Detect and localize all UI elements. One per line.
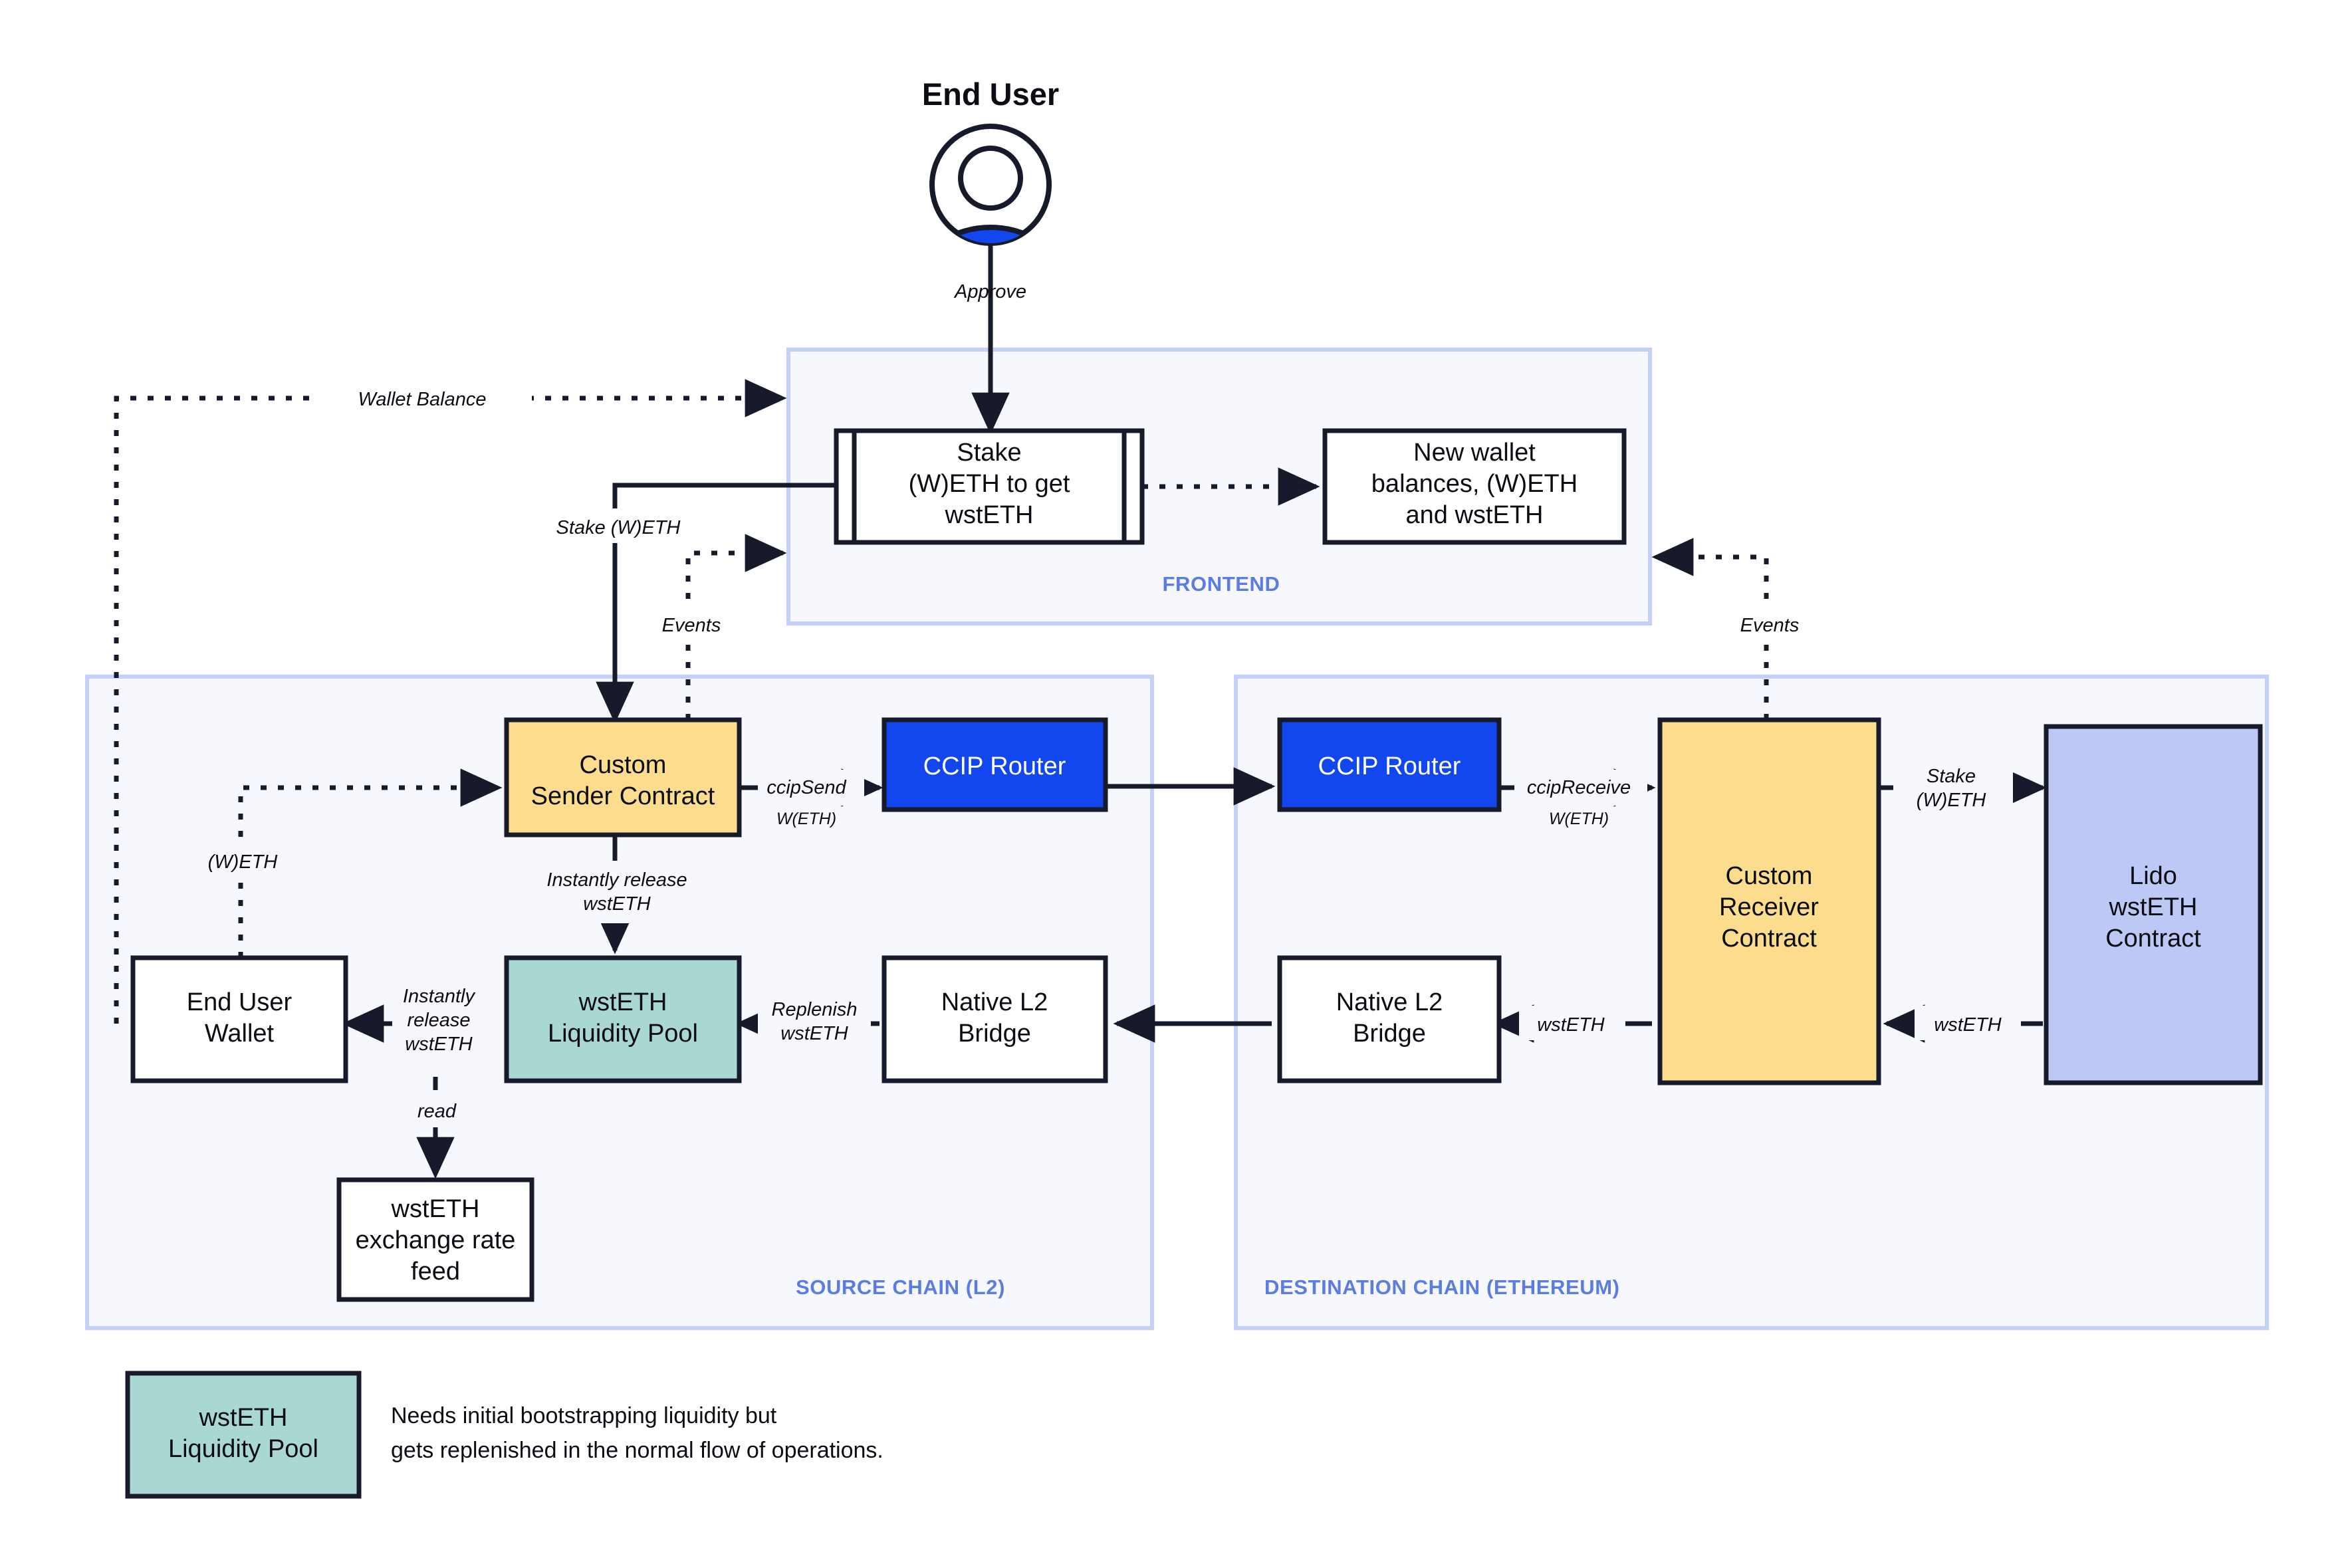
edge-ccip-receive: ccipReceive W(ETH)	[1499, 768, 1656, 828]
node-bridge-dst-line-1: Native L2	[1336, 988, 1443, 1016]
edge-instantly-release-wallet: Instantly release wstETH	[342, 979, 512, 1069]
edge-approve: Approve	[953, 243, 1026, 435]
edge-read: read	[394, 1077, 480, 1179]
zone-frontend-label: FRONTEND	[1162, 572, 1280, 596]
node-lido-line-3: Contract	[2105, 925, 2201, 952]
edge-weth-label: (W)ETH	[208, 851, 278, 873]
edge-instantly-release-pool: Instantly release wstETH	[525, 835, 731, 954]
node-stake-line-1: Stake	[957, 439, 1021, 467]
node-stake-weth-box[interactable]: Stake (W)ETH to get wstETH	[834, 428, 1145, 545]
node-bridge-src-line-1: Native L2	[941, 988, 1048, 1016]
edge-ccip-send-sublabel: W(ETH)	[776, 810, 836, 828]
edge-ccip-receive-label: ccipReceive	[1527, 777, 1631, 798]
legend-note-line-1: Needs initial bootstrapping liquidity bu…	[391, 1403, 777, 1428]
edge-release-pool-label-2: wstETH	[583, 893, 651, 915]
node-end-user-wallet[interactable]: End User Wallet	[130, 955, 348, 1083]
node-wallet-line-2: Wallet	[205, 1020, 275, 1048]
edge-approve-label: Approve	[953, 281, 1026, 302]
node-ccip-router-destination[interactable]: CCIP Router	[1277, 717, 1502, 812]
node-wallet-line-1: End User	[187, 988, 293, 1016]
node-pool-line-1: wstETH	[578, 988, 667, 1016]
node-receiver-line-2: Receiver	[1719, 893, 1819, 921]
node-lido-wsteth-contract[interactable]: Lido wstETH Contract	[2044, 724, 2263, 1085]
node-custom-receiver-contract[interactable]: Custom Receiver Contract	[1657, 717, 1881, 1085]
node-sender-line-1: Custom	[580, 751, 667, 779]
node-receiver-line-3: Contract	[1721, 925, 1817, 952]
edge-stake-lido-label-1: Stake	[1927, 766, 1976, 787]
edge-ccip-send-label: ccipSend	[766, 777, 846, 798]
edge-stake-weth-lido: Stake (W)ETH	[1879, 764, 2047, 826]
node-wsteth-rate-feed[interactable]: wstETH exchange rate feed	[336, 1177, 534, 1302]
node-stake-line-3: wstETH	[945, 501, 1034, 529]
node-bridge-dst-line-2: Bridge	[1353, 1020, 1426, 1048]
edge-events-source: Events	[635, 534, 787, 720]
node-bridge-src-line-2: Bridge	[958, 1020, 1031, 1048]
edge-wstETH-destination-label: wstETH	[1537, 1014, 1605, 1036]
edge-release-wallet-label-3: wstETH	[405, 1034, 473, 1055]
node-ccip-router-source-label: CCIP Router	[923, 752, 1066, 780]
node-native-l2-bridge-destination[interactable]: Native L2 Bridge	[1277, 955, 1502, 1083]
node-sender-line-2: Sender Contract	[531, 782, 715, 810]
edge-replenish-label-1: Replenish	[772, 999, 858, 1020]
edge-wallet-balance: Wallet Balance	[114, 379, 787, 1024]
legend-swatch	[125, 1371, 362, 1499]
edge-wallet-balance-label: Wallet Balance	[358, 389, 487, 410]
node-native-l2-bridge-source[interactable]: Native L2 Bridge	[881, 955, 1108, 1083]
node-feed-line-3: feed	[411, 1258, 460, 1286]
node-pool-line-2: Liquidity Pool	[548, 1020, 698, 1048]
edge-weth: (W)ETH	[189, 768, 503, 958]
edge-stake-weth: Stake (W)ETH	[532, 483, 836, 724]
node-ccip-router-source[interactable]: CCIP Router	[881, 717, 1108, 812]
node-receiver-line-1: Custom	[1726, 862, 1813, 890]
edge-release-pool-label-1: Instantly release	[546, 869, 687, 891]
node-balances-line-3: and wstETH	[1406, 501, 1544, 529]
edge-events-destination-label: Events	[1740, 615, 1800, 636]
edge-wstETH-lido: wstETH	[1883, 1004, 2043, 1043]
edge-replenish: Replenish wstETH	[735, 990, 880, 1056]
edge-wstETH-destination: wstETH	[1492, 1004, 1652, 1043]
node-lido-line-1: Lido	[2129, 862, 2177, 890]
edge-release-wallet-label-2: release	[407, 1010, 470, 1031]
edge-ccip-receive-sublabel: W(ETH)	[1549, 810, 1609, 828]
edge-release-wallet-label-1: Instantly	[403, 986, 475, 1007]
edge-read-label: read	[417, 1101, 457, 1122]
legend-note-line-2: gets replenished in the normal flow of o…	[391, 1438, 883, 1463]
edge-stake-weth-label: Stake (W)ETH	[556, 517, 681, 538]
legend-swatch-line-1: wstETH	[199, 1404, 288, 1432]
edge-stake-lido-label-2: (W)ETH	[1917, 790, 1986, 811]
legend: wstETH Liquidity Pool Needs initial boot…	[125, 1371, 883, 1499]
node-wsteth-liquidity-pool[interactable]: wstETH Liquidity Pool	[504, 955, 742, 1083]
edge-events-source-label: Events	[662, 615, 721, 636]
edge-events-destination: Events	[1651, 538, 1828, 720]
node-balances-line-1: New wallet	[1413, 439, 1536, 467]
node-balances-line-2: balances, (W)ETH	[1371, 470, 1578, 498]
zone-source-label: SOURCE CHAIN (L2)	[796, 1276, 1005, 1299]
zone-destination-label: DESTINATION CHAIN (ETHEREUM)	[1264, 1276, 1620, 1299]
page-title: End User	[922, 76, 1059, 112]
node-feed-line-1: wstETH	[391, 1195, 480, 1223]
edge-wstETH-lido-label: wstETH	[1934, 1014, 2002, 1036]
node-lido-line-2: wstETH	[2109, 893, 2198, 921]
node-new-wallet-balances[interactable]: New wallet balances, (W)ETH and wstETH	[1322, 428, 1627, 545]
legend-swatch-line-2: Liquidity Pool	[168, 1435, 318, 1463]
edge-ccip-send: ccipSend W(ETH)	[739, 768, 883, 828]
node-custom-sender-contract[interactable]: Custom Sender Contract	[504, 717, 742, 838]
node-ccip-router-destination-label: CCIP Router	[1318, 752, 1461, 780]
edge-replenish-label-2: wstETH	[780, 1023, 848, 1044]
node-stake-line-2: (W)ETH to get	[909, 470, 1070, 498]
node-feed-line-2: exchange rate	[356, 1226, 516, 1254]
